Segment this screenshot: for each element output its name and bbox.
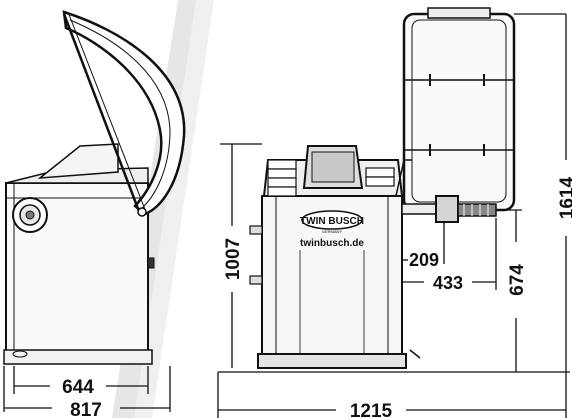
side-wheel-guard-inner-line bbox=[69, 19, 171, 211]
side-view bbox=[3, 10, 186, 365]
side-guard-arm-edge bbox=[67, 11, 147, 213]
front-tray-left-top bbox=[249, 225, 263, 235]
dim-label-209: 209 bbox=[409, 250, 439, 270]
watermark-stripe-right bbox=[134, 0, 214, 418]
front-flange bbox=[435, 195, 459, 223]
front-base bbox=[257, 353, 407, 369]
side-base bbox=[3, 349, 153, 365]
dim-label-1614: 1614 bbox=[557, 176, 572, 219]
front-dimensions bbox=[217, 13, 570, 418]
front-wheel-hood bbox=[402, 12, 516, 212]
dim-label-1215: 1215 bbox=[350, 401, 393, 418]
weight-slot-1 bbox=[267, 159, 297, 170]
front-pedal bbox=[409, 349, 421, 359]
front-tray-left-bottom bbox=[249, 275, 263, 285]
side-display-housing bbox=[37, 143, 119, 179]
weight-slot-4 bbox=[267, 186, 297, 197]
side-guard-arm bbox=[62, 13, 142, 215]
weight-slot-2 bbox=[267, 168, 297, 179]
front-shaft bbox=[401, 203, 439, 215]
weight-slot-6 bbox=[365, 176, 395, 187]
dim-label-674: 674 bbox=[507, 264, 528, 296]
front-weight-compartments bbox=[267, 159, 395, 197]
weight-slot-3 bbox=[267, 177, 297, 188]
brand-website: twinbusch.de bbox=[300, 238, 364, 249]
brand-logo: TWIN BUSCH GERMANY twinbusch.de bbox=[300, 210, 364, 249]
front-view bbox=[249, 7, 516, 369]
side-handle bbox=[147, 257, 155, 269]
side-dimensions bbox=[3, 366, 171, 412]
front-hood-hinge bbox=[395, 159, 412, 197]
dim-label-817: 817 bbox=[70, 400, 102, 418]
dim-label-644: 644 bbox=[62, 377, 94, 398]
weight-slot-5 bbox=[365, 167, 395, 178]
brand-logo-text: TWIN BUSCH bbox=[300, 216, 364, 227]
front-display-screen bbox=[311, 151, 355, 183]
side-foot bbox=[12, 350, 28, 358]
side-guard-pivot bbox=[137, 207, 147, 217]
brand-logo-subtitle: GERMANY bbox=[322, 229, 343, 234]
front-hood-top-handle bbox=[427, 7, 491, 19]
brand-logo-badge bbox=[301, 210, 363, 230]
dim-label-1007: 1007 bbox=[223, 238, 244, 280]
side-shaft-hub bbox=[25, 210, 35, 220]
dim-label-433: 433 bbox=[433, 273, 463, 293]
